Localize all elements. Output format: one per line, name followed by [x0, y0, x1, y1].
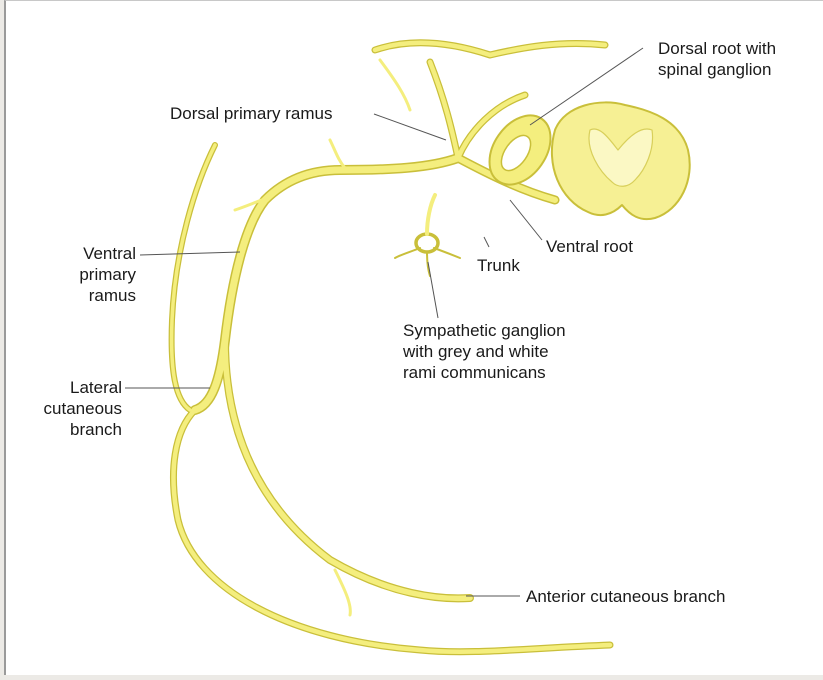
- label-dorsal-root-line-1: Dorsal root with: [658, 38, 776, 59]
- label-ventral-primary-ramus-line-2: primary: [56, 264, 136, 285]
- label-sympathetic-ganglion: Sympathetic ganglion with grey and white…: [403, 320, 566, 383]
- label-ventral-primary-ramus-line-3: ramus: [56, 285, 136, 306]
- label-ventral-root: Ventral root: [546, 236, 633, 257]
- label-sympathetic-ganglion-line-1: Sympathetic ganglion: [403, 320, 566, 341]
- label-lateral-cutaneous-branch-line-1: Lateral: [28, 377, 122, 398]
- label-lateral-cutaneous-branch-line-3: branch: [28, 419, 122, 440]
- label-dorsal-root: Dorsal root with spinal ganglion: [658, 38, 776, 80]
- label-trunk: Trunk: [477, 255, 520, 276]
- label-dorsal-root-line-2: spinal ganglion: [658, 59, 776, 80]
- label-ventral-primary-ramus-line-1: Ventral: [56, 243, 136, 264]
- label-lateral-cutaneous-branch-line-2: cutaneous: [28, 398, 122, 419]
- label-ventral-primary-ramus: Ventral primary ramus: [56, 243, 136, 306]
- label-anterior-cutaneous-branch: Anterior cutaneous branch: [526, 586, 725, 607]
- label-dorsal-primary-ramus: Dorsal primary ramus: [170, 103, 332, 124]
- label-sympathetic-ganglion-line-2: with grey and white: [403, 341, 566, 362]
- label-lateral-cutaneous-branch: Lateral cutaneous branch: [28, 377, 122, 440]
- label-sympathetic-ganglion-line-3: rami communicans: [403, 362, 566, 383]
